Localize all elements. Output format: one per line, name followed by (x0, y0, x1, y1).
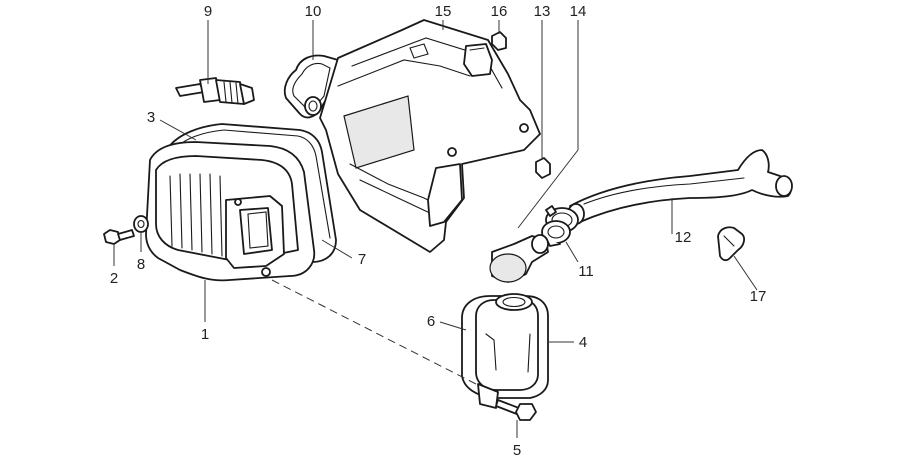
callout-1: 1 (201, 326, 209, 343)
callout-8: 8 (137, 256, 145, 273)
callout-17: 17 (750, 288, 767, 305)
callout-5: 5 (513, 442, 521, 457)
callout-14: 14 (570, 3, 587, 20)
callout-6: 6 (427, 313, 435, 330)
leader-17 (733, 255, 758, 291)
bolt-lower-part (495, 399, 537, 421)
callout-10: 10 (305, 3, 322, 20)
callout-3: 3 (147, 109, 155, 126)
bolt-left-part (103, 229, 135, 245)
clip-right-part (717, 226, 745, 262)
elbow-connector-part (489, 234, 549, 283)
spark-plug-part (175, 77, 255, 105)
callout-12: 12 (675, 229, 692, 246)
washer-part (133, 215, 149, 233)
leader-11 (565, 241, 579, 263)
callout-4: 4 (579, 334, 587, 351)
callout-2: 2 (110, 270, 118, 287)
callout-13: 13 (534, 3, 551, 20)
callout-labels: 1 2 3 4 5 6 7 8 9 10 11 12 13 14 15 16 1… (110, 3, 767, 457)
callout-11: 11 (578, 263, 594, 280)
leader-14b (517, 149, 579, 229)
callout-16: 16 (491, 3, 508, 20)
breather-hose-part (567, 149, 793, 225)
leader-3 (159, 119, 197, 141)
clip-mid-part (535, 157, 551, 179)
leader-6 (439, 321, 467, 331)
leader-7 (321, 239, 353, 259)
assembly-axis-line (271, 279, 477, 385)
leader-lines (113, 20, 758, 438)
head-cover-part (145, 141, 316, 282)
callout-7: 7 (358, 251, 366, 268)
callout-15: 15 (435, 3, 452, 20)
clip-top-part (491, 31, 507, 51)
hose-clamp-lower-part (541, 220, 571, 247)
air-shroud-part (319, 19, 541, 253)
callout-9: 9 (204, 3, 212, 20)
breather-box-part (461, 293, 549, 409)
